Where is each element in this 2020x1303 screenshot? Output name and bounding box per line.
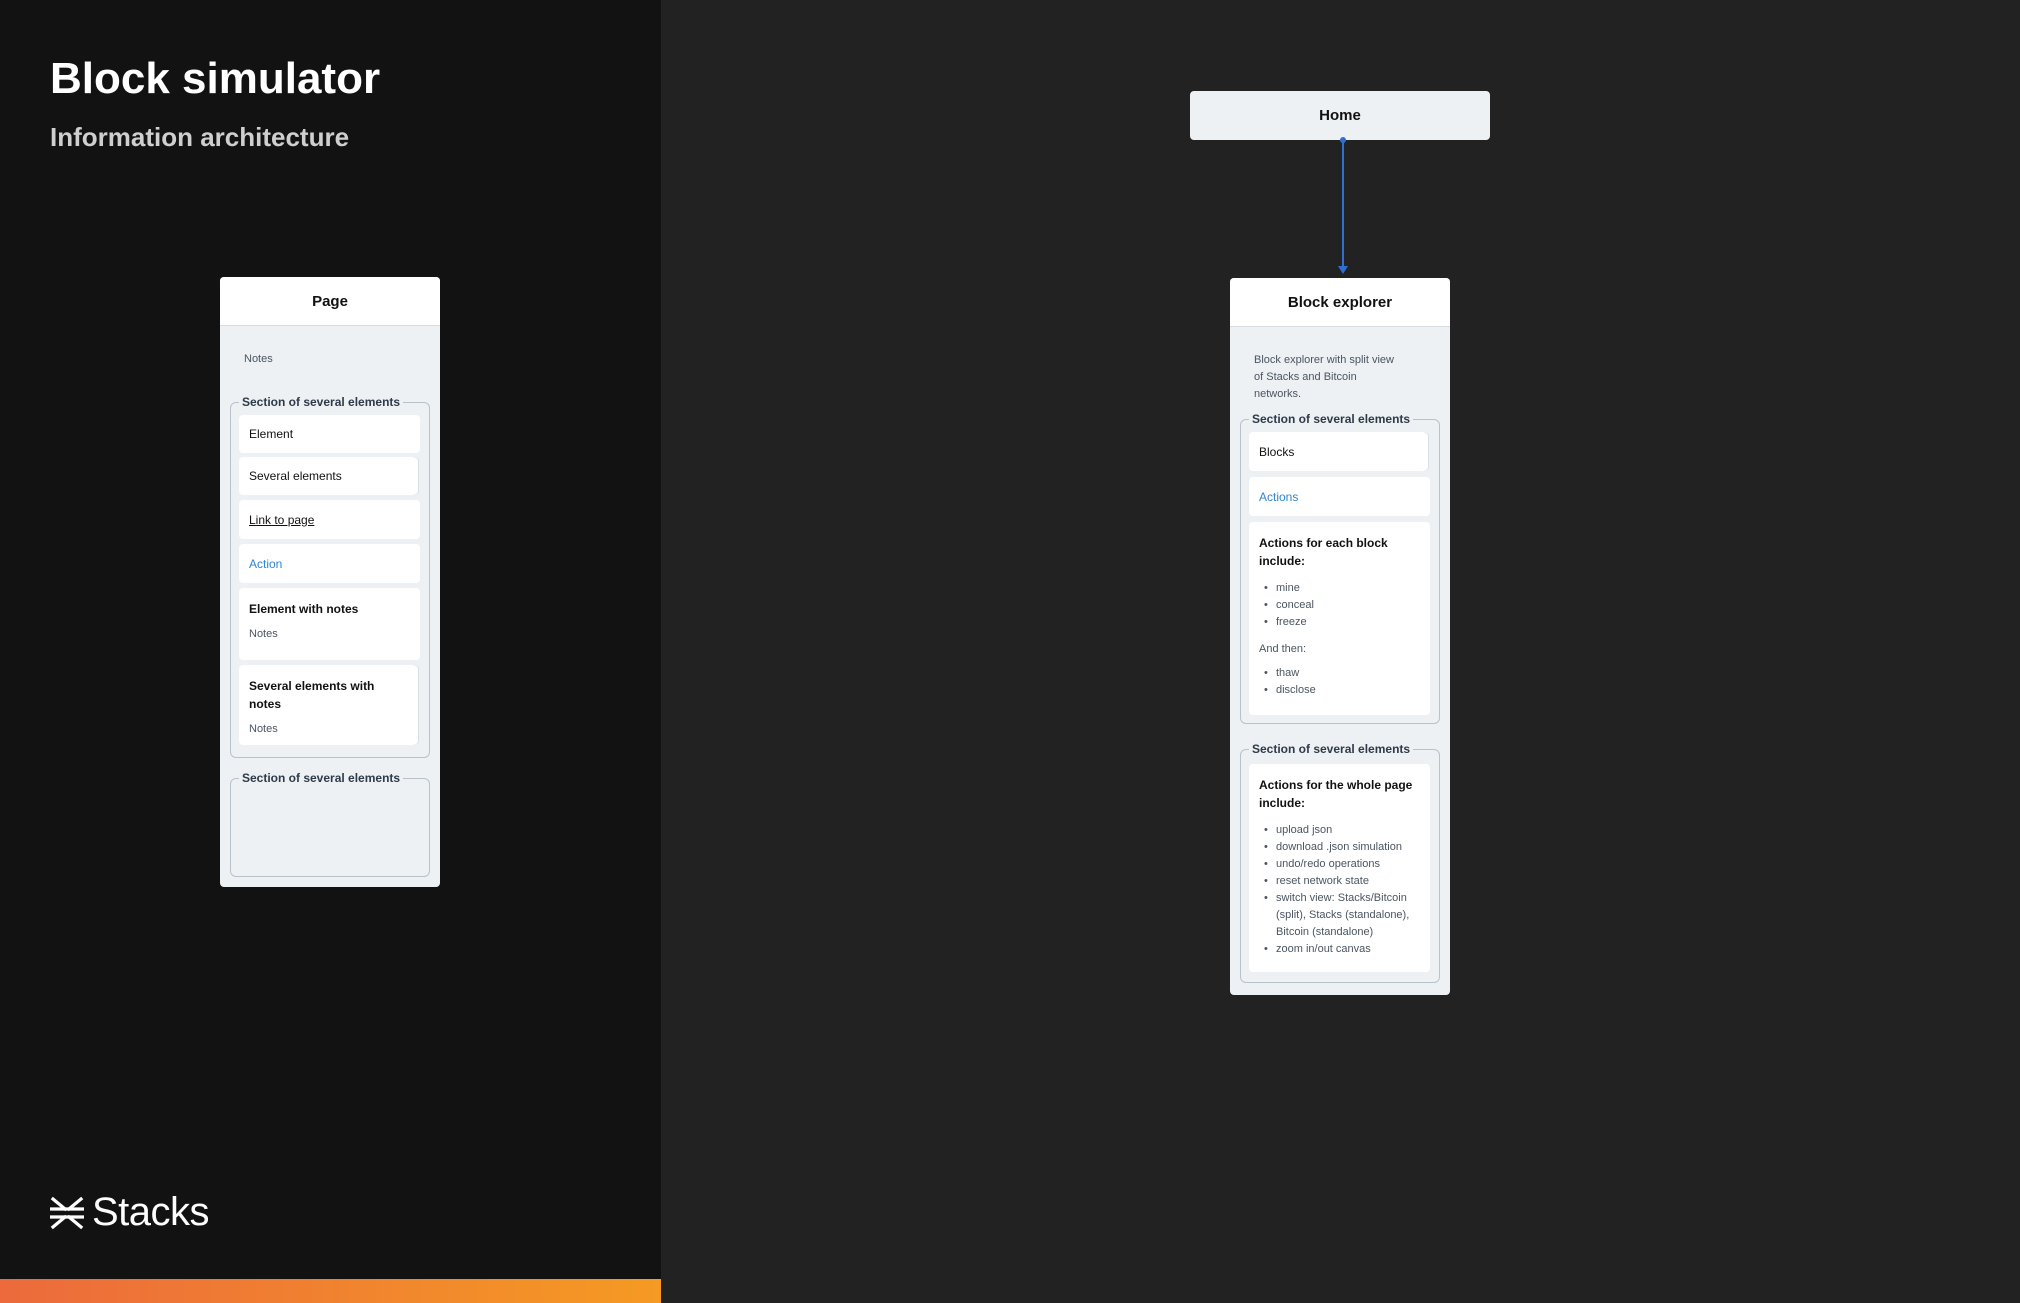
section-label: Section of several elements xyxy=(1249,742,1414,756)
stacks-logo-icon xyxy=(50,1196,84,1229)
then-actions-list: thaw disclose xyxy=(1259,665,1420,699)
section-label: Section of several elements xyxy=(1249,412,1414,426)
action-button[interactable]: Action xyxy=(239,544,420,583)
block-explorer-card: Block explorer Block explorer with split… xyxy=(1230,278,1450,995)
legend-section-2: Section of several elements xyxy=(230,771,430,877)
list-item: zoom in/out canvas xyxy=(1259,941,1420,958)
page-actions-note: Actions for the whole page include: uplo… xyxy=(1249,764,1430,972)
list-item: freeze xyxy=(1259,614,1420,631)
page-title: Block simulator xyxy=(50,54,381,103)
blocks-list: Blocks xyxy=(1249,432,1426,471)
block-actions-list: mine conceal freeze xyxy=(1259,580,1420,631)
accent-bar xyxy=(0,1279,661,1303)
legend-card-title: Page xyxy=(220,277,440,326)
several-elements-with-notes: Several elements with notes Notes xyxy=(239,665,416,745)
brand-name: Stacks xyxy=(92,1190,210,1234)
list-item: mine xyxy=(1259,580,1420,597)
actions-button[interactable]: Actions xyxy=(1249,477,1430,516)
list-item: disclose xyxy=(1259,682,1420,699)
link-to-page[interactable]: Link to page xyxy=(239,500,420,539)
section-label: Section of several elements xyxy=(239,395,404,409)
list-item: upload json xyxy=(1259,822,1420,839)
block-actions-note: Actions for each block include: mine con… xyxy=(1249,522,1430,715)
list-item: thaw xyxy=(1259,665,1420,682)
list-item: reset network state xyxy=(1259,873,1420,890)
and-then-label: And then: xyxy=(1259,643,1307,655)
list-item: undo/redo operations xyxy=(1259,856,1420,873)
legend-section-1: Section of several elements Element Seve… xyxy=(230,395,430,758)
legend-card: Page Notes Section of several elements E… xyxy=(220,277,440,887)
section-label: Section of several elements xyxy=(239,771,404,785)
page-subtitle: Information architecture xyxy=(50,122,350,152)
brand: Stacks xyxy=(50,1190,210,1235)
element: Element xyxy=(239,415,420,453)
arrow-down-icon xyxy=(1338,266,1348,274)
home-node[interactable]: Home xyxy=(1190,91,1490,140)
block-explorer-title: Block explorer xyxy=(1230,278,1450,327)
block-explorer-notes: Block explorer with split view of Stacks… xyxy=(1254,354,1394,400)
list-item: conceal xyxy=(1259,597,1420,614)
list-item: download .json simulation xyxy=(1259,839,1420,856)
several-elements: Several elements xyxy=(239,457,416,495)
explorer-section-2: Section of several elements Actions for … xyxy=(1240,742,1440,983)
page-actions-list: upload json download .json simulation un… xyxy=(1259,822,1420,958)
legend-card-notes: Notes xyxy=(244,353,273,365)
explorer-section-1: Section of several elements Blocks Actio… xyxy=(1240,412,1440,724)
element-with-notes: Element with notes Notes xyxy=(239,588,420,660)
list-item: switch view: Stacks/Bitcoin (split), Sta… xyxy=(1259,890,1420,941)
